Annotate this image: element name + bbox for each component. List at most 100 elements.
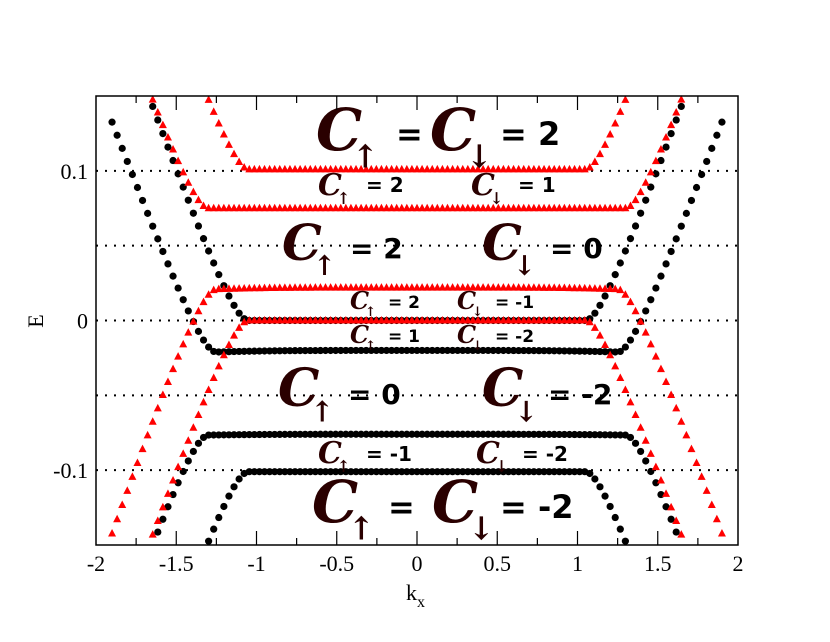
data-point xyxy=(341,203,350,212)
data-point xyxy=(189,423,198,431)
data-point xyxy=(662,489,671,497)
data-point xyxy=(326,203,335,212)
data-point xyxy=(377,164,386,173)
data-point xyxy=(651,156,660,165)
down-arrow-icon: ↓ xyxy=(513,250,536,282)
data-point xyxy=(321,346,330,355)
data-point xyxy=(458,316,467,324)
data-point xyxy=(504,430,513,438)
data-point xyxy=(235,157,244,166)
data-point xyxy=(199,297,208,306)
data-point xyxy=(524,283,533,291)
data-point xyxy=(204,203,213,212)
y-tick-labels: -0.100.1 xyxy=(53,159,88,483)
data-point xyxy=(392,316,401,324)
data-point xyxy=(514,203,523,212)
data-point xyxy=(230,203,239,212)
data-point xyxy=(118,500,127,509)
data-point xyxy=(438,316,447,324)
data-point xyxy=(529,164,538,173)
data-point xyxy=(596,301,604,309)
data-point xyxy=(179,339,188,348)
data-point xyxy=(454,468,462,476)
data-point xyxy=(245,316,254,324)
chern-symbol-up: C↑ xyxy=(316,96,379,175)
data-point xyxy=(580,283,589,292)
data-point xyxy=(311,203,320,212)
data-point xyxy=(250,316,259,324)
data-point xyxy=(545,164,554,173)
data-point xyxy=(616,525,624,533)
data-point xyxy=(509,164,518,173)
data-point xyxy=(316,203,325,212)
data-point xyxy=(662,377,671,385)
data-point xyxy=(113,131,121,139)
data-point xyxy=(377,430,386,438)
data-point xyxy=(484,283,493,291)
data-point xyxy=(402,316,411,324)
data-point xyxy=(428,316,437,324)
data-point xyxy=(484,346,492,355)
data-point xyxy=(214,203,223,212)
data-point xyxy=(316,468,325,476)
data-point xyxy=(209,203,218,212)
data-point xyxy=(453,203,462,212)
data-point xyxy=(402,164,411,173)
data-point xyxy=(494,164,503,173)
svg-text:C: C xyxy=(482,358,523,419)
data-point xyxy=(245,468,253,476)
data-point xyxy=(367,430,375,438)
data-point xyxy=(570,164,579,173)
y-tick-label: 0 xyxy=(77,309,88,334)
data-point xyxy=(296,164,305,173)
data-point xyxy=(555,164,564,173)
data-point xyxy=(529,203,538,212)
data-point xyxy=(174,284,182,292)
chern-symbol-down: C↓ xyxy=(482,358,538,429)
data-point xyxy=(149,222,157,230)
data-point xyxy=(266,347,274,355)
data-point xyxy=(667,120,676,129)
data-point xyxy=(667,502,676,511)
data-point xyxy=(509,468,518,476)
data-point xyxy=(250,203,259,212)
data-point xyxy=(545,283,554,291)
chern-value: = -2 xyxy=(500,488,574,526)
data-point xyxy=(667,515,675,523)
data-point xyxy=(250,430,258,439)
chern-symbol-down: C↓ xyxy=(476,436,508,476)
data-point xyxy=(484,430,492,438)
data-point xyxy=(326,430,335,438)
data-point xyxy=(611,118,620,127)
data-point xyxy=(159,515,167,523)
data-point xyxy=(260,430,269,439)
data-point xyxy=(215,513,223,522)
data-point xyxy=(565,203,574,212)
data-point xyxy=(387,468,396,476)
data-point xyxy=(407,316,416,324)
data-point xyxy=(667,390,676,399)
data-point xyxy=(210,259,218,267)
chern-value: = 2 xyxy=(388,293,420,313)
data-point xyxy=(357,346,365,355)
data-point xyxy=(392,164,401,173)
data-point xyxy=(637,447,645,456)
y-tick-label: 0.1 xyxy=(61,159,89,184)
data-point xyxy=(316,316,325,324)
data-point xyxy=(407,203,416,212)
data-point xyxy=(515,468,523,476)
data-point xyxy=(184,196,192,204)
data-point xyxy=(240,431,248,439)
data-point xyxy=(235,309,243,317)
data-point xyxy=(590,323,599,331)
data-point xyxy=(499,346,508,355)
data-point xyxy=(656,475,665,484)
chern-symbol-down: C↓ xyxy=(430,96,493,175)
data-point xyxy=(606,502,614,511)
x-tick-label: 2 xyxy=(733,551,744,576)
data-point xyxy=(707,500,716,509)
data-point xyxy=(321,203,330,212)
data-point xyxy=(601,492,609,500)
data-point xyxy=(225,292,233,300)
data-point xyxy=(459,346,467,355)
